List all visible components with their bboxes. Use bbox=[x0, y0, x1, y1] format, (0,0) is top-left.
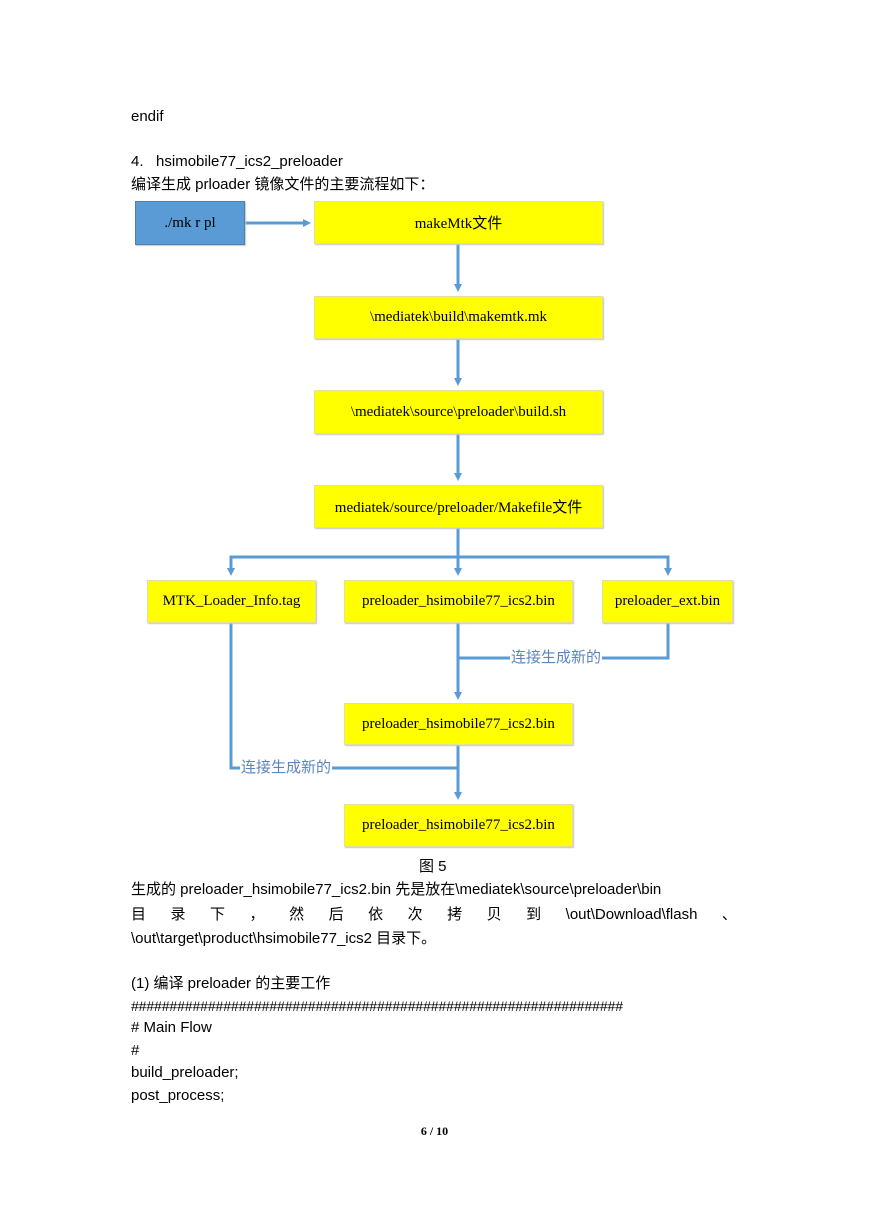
endif-line: endif bbox=[131, 108, 164, 125]
flow-step-build-sh: \mediatek\source\preloader\build.sh bbox=[314, 390, 603, 434]
para-word: 拷 bbox=[447, 906, 463, 923]
section-title: hsimobile77_ics2_preloader bbox=[156, 153, 343, 170]
para-word: 目 bbox=[131, 906, 147, 923]
para-line-2: 目 录 下 ， 然 后 依 次 拷 贝 到 \out\Download\flas… bbox=[131, 905, 737, 925]
flow-start-box: ./mk r pl bbox=[135, 201, 245, 245]
para-word: 到 bbox=[526, 906, 542, 923]
para-word: \out\Download\flash bbox=[565, 906, 698, 923]
code-line-build: build_preloader; bbox=[131, 1064, 239, 1081]
flow-branch-loader-info: MTK_Loader_Info.tag bbox=[147, 580, 316, 623]
para-word: 然 bbox=[289, 906, 305, 923]
para-word: 次 bbox=[407, 906, 423, 923]
flow-step-makefile: mediatek/source/preloader/Makefile文件 bbox=[314, 485, 603, 528]
flow-merge-1: preloader_hsimobile77_ics2.bin bbox=[344, 703, 573, 745]
connector-label-right: 连接生成新的 bbox=[510, 649, 603, 667]
section-heading: 4. hsimobile77_ics2_preloader bbox=[131, 152, 343, 172]
page-number: 6 / 10 bbox=[420, 1124, 449, 1138]
para-word: 贝 bbox=[486, 906, 502, 923]
flow-branch-preloader-bin: preloader_hsimobile77_ics2.bin bbox=[344, 580, 573, 623]
flow-step-makemtk: makeMtk文件 bbox=[314, 201, 603, 244]
para-word: 录 bbox=[170, 906, 186, 923]
code-line-main-flow: # Main Flow bbox=[131, 1019, 212, 1036]
para-word: 依 bbox=[368, 906, 384, 923]
para-word: 、 bbox=[721, 906, 737, 923]
flow-branch-preloader-ext: preloader_ext.bin bbox=[602, 580, 733, 623]
code-line-post: post_process; bbox=[131, 1087, 225, 1104]
code-hash-line: ########################################… bbox=[131, 998, 623, 1014]
para-word: 后 bbox=[328, 906, 344, 923]
para-line-3: \out\target\product\hsimobile77_ics2 目录下… bbox=[131, 930, 437, 947]
arrow-makefile-to-right bbox=[458, 555, 672, 576]
connector-left-join bbox=[229, 623, 458, 770]
flow-merge-2: preloader_hsimobile77_ics2.bin bbox=[344, 804, 573, 847]
arrow-makefile-to-left bbox=[227, 555, 458, 576]
para-word: ， bbox=[249, 906, 265, 923]
para-word: 下 bbox=[210, 906, 226, 923]
para-line-1: 生成的 preloader_hsimobile77_ics2.bin 先是放在\… bbox=[131, 881, 662, 898]
section-number: 4. bbox=[131, 153, 144, 170]
code-line-hash: # bbox=[131, 1042, 140, 1059]
connector-label-left: 连接生成新的 bbox=[240, 759, 333, 777]
intro-text: 编译生成 prloader 镜像文件的主要流程如下： bbox=[131, 176, 435, 193]
flow-step-makemtk-mk: \mediatek\build\makemtk.mk bbox=[314, 296, 603, 339]
subsection-heading: (1) 编译 preloader 的主要工作 bbox=[131, 975, 331, 992]
figure-caption: 图 5 bbox=[419, 858, 447, 875]
